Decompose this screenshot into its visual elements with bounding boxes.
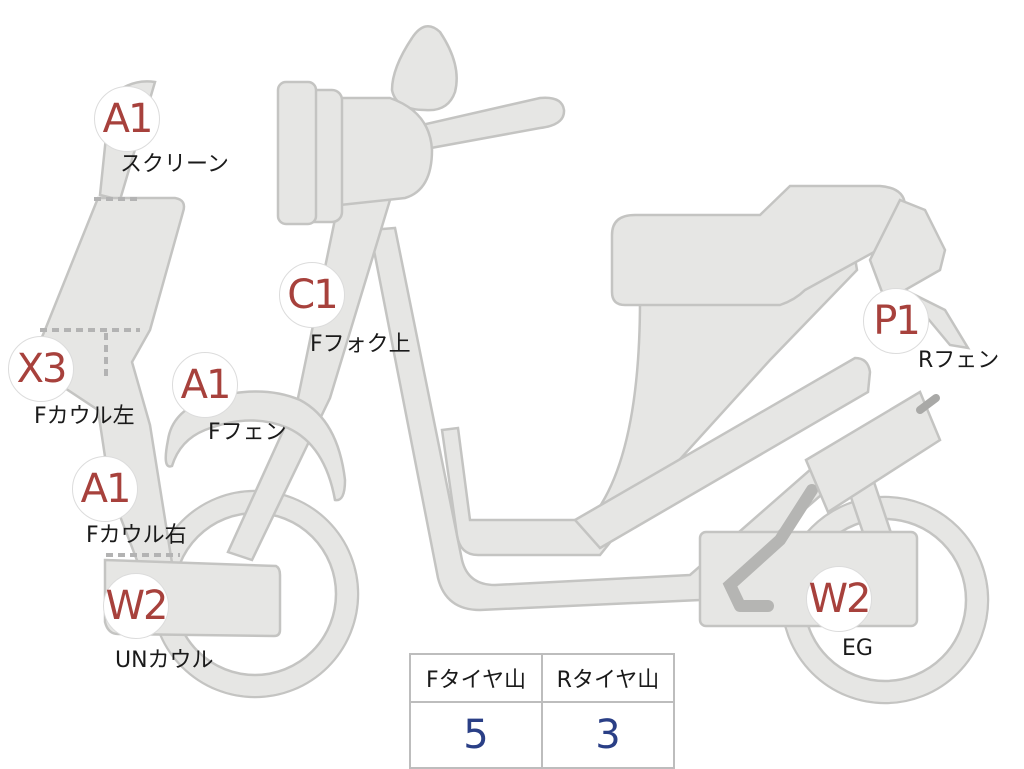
side-cover <box>573 356 872 550</box>
part-label: UNカウル <box>115 648 214 673</box>
rear-tire-tread-header: Rタイヤ山 <box>541 653 675 703</box>
damage-code-badge: P1 <box>863 288 929 354</box>
part-label: Fフェン <box>208 420 287 445</box>
front-cowl <box>28 196 186 565</box>
table-header-row: Fタイヤ山 Rタイヤ山 <box>409 653 675 703</box>
table-value-row: 5 3 <box>409 701 675 769</box>
front-tire-tread-header: Fタイヤ山 <box>409 653 543 703</box>
body-floor <box>440 238 859 557</box>
part-label: EG <box>842 636 873 661</box>
headlight <box>276 80 434 226</box>
part-label: Fフォク上 <box>310 332 411 357</box>
mirror <box>390 25 458 112</box>
damage-code-badge: W2 <box>806 566 872 632</box>
panel-seams <box>40 197 180 557</box>
damage-code-badge: A1 <box>172 352 238 418</box>
front-tire-tread-value: 5 <box>409 701 543 769</box>
rear-tire-tread-value: 3 <box>541 701 675 769</box>
front-fender <box>164 390 347 502</box>
part-label: Rフェン <box>918 348 1000 373</box>
seat <box>610 184 907 307</box>
part-label: Fカウル右 <box>86 523 187 548</box>
damage-code-badge: X3 <box>8 336 74 402</box>
air-cleaner <box>804 390 942 514</box>
damage-code-badge: A1 <box>72 456 138 522</box>
damage-code-badge: A1 <box>94 86 160 152</box>
part-label: Fカウル左 <box>34 404 135 429</box>
part-label: スクリーン <box>120 152 229 177</box>
damage-code-badge: W2 <box>103 573 169 639</box>
tire-tread-table: Fタイヤ山 Rタイヤ山 5 3 <box>409 653 675 769</box>
handlebar <box>397 96 566 152</box>
damage-code-badge: C1 <box>279 262 345 328</box>
